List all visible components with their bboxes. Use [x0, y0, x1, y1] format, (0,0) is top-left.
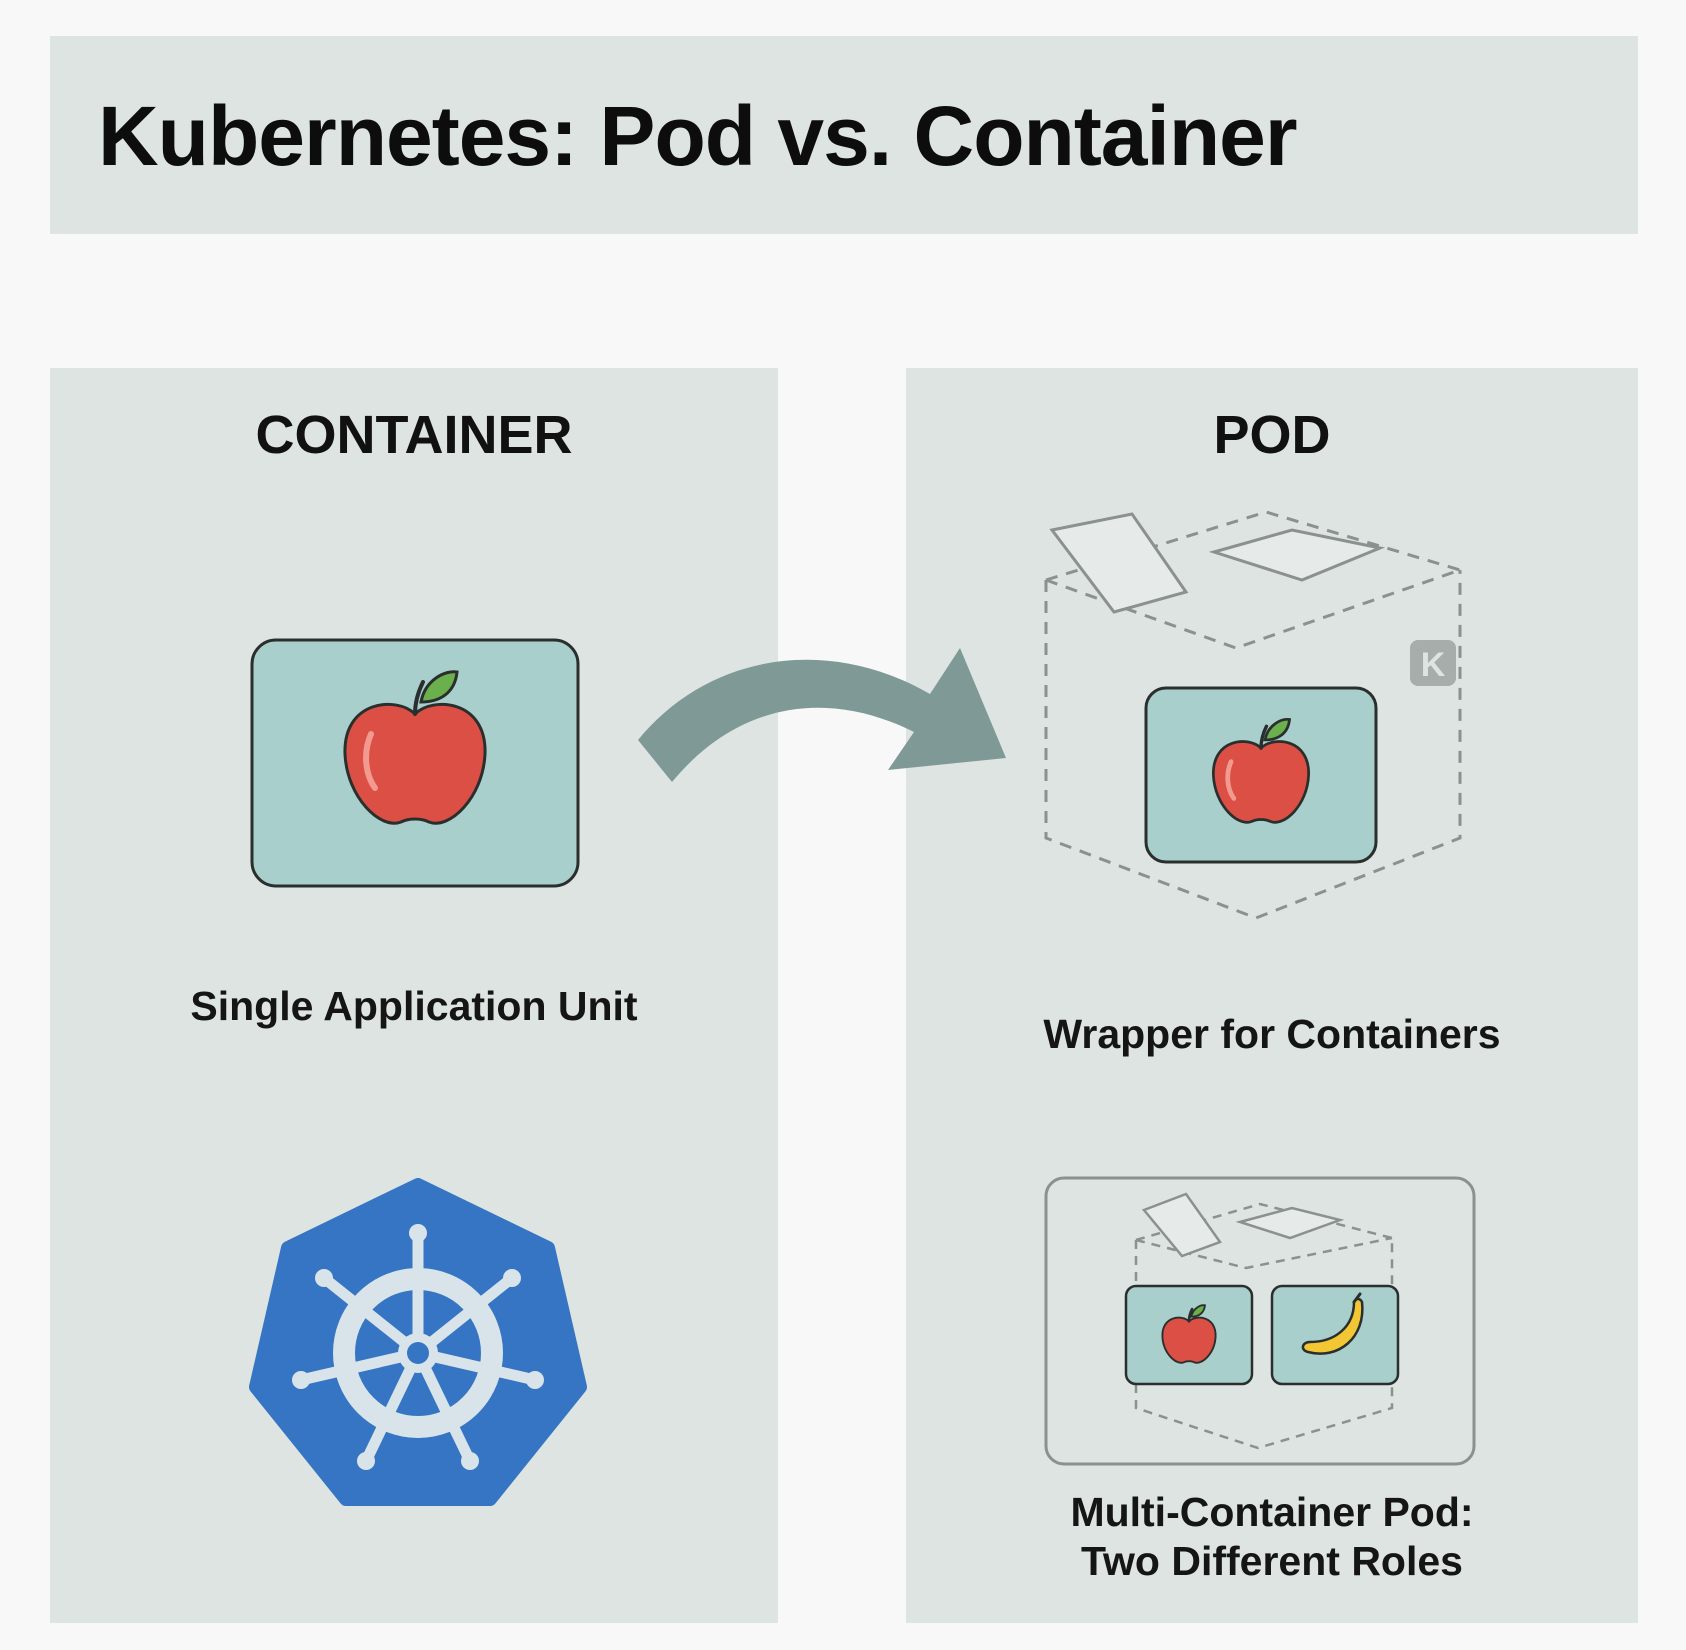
pod-caption: Wrapper for Containers: [1043, 1011, 1501, 1057]
kubernetes-helm-icon: [249, 1178, 587, 1506]
multi-caption-line1: Multi-Container Pod:: [1070, 1489, 1474, 1535]
pod-heading: POD: [1213, 405, 1331, 465]
title-bar: Kubernetes: Pod vs. Container: [50, 36, 1638, 234]
container-box: [250, 638, 580, 888]
multi-container-pod: [1044, 1176, 1476, 1466]
apple-icon: [343, 670, 487, 825]
multi-container-caption: Multi-Container Pod: Two Different Roles: [906, 1488, 1638, 1586]
page-title: Kubernetes: Pod vs. Container: [98, 89, 1298, 183]
container-panel: CONTAINER Single Application Unit: [50, 368, 778, 1623]
multi-caption-line2: Two Different Roles: [1081, 1538, 1463, 1585]
kubernetes-badge-icon: K: [1410, 640, 1456, 686]
apple-icon: [1161, 1304, 1217, 1364]
banana-icon: [1301, 1292, 1364, 1355]
pod-container-box: [1144, 686, 1378, 864]
container-caption: Single Application Unit: [190, 983, 638, 1029]
apple-icon: [1212, 718, 1310, 824]
container-heading: CONTAINER: [255, 405, 573, 465]
arrow-icon: [638, 648, 1006, 782]
pod-panel: POD K Wrapper for Containers: [906, 368, 1638, 1623]
pod-box-icon: K: [1044, 510, 1462, 920]
badge-letter: K: [1421, 646, 1446, 684]
